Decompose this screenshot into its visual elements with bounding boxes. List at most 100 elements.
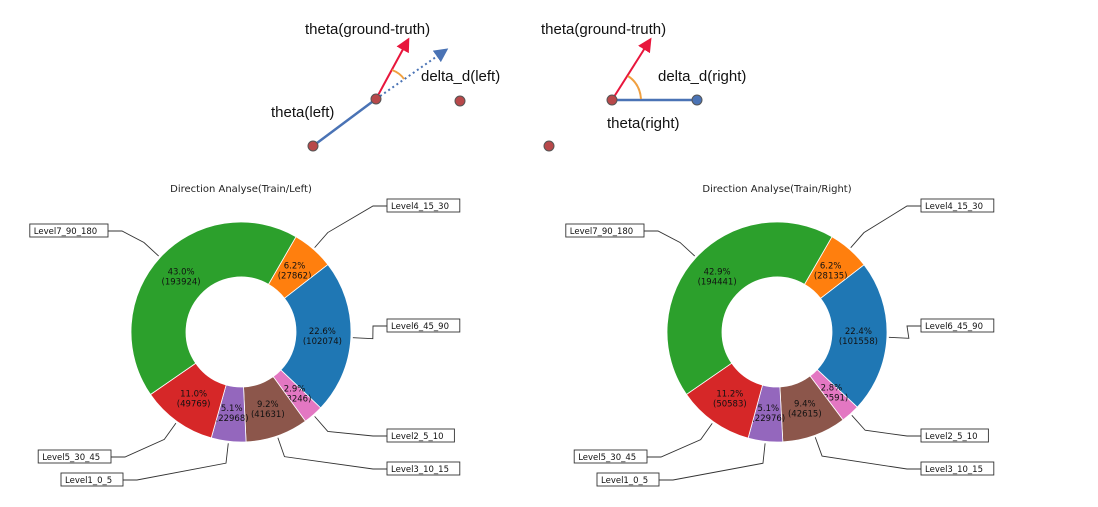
slice-pct-label: 42.9% bbox=[704, 268, 731, 278]
leader-line bbox=[888, 325, 921, 339]
slice-label-box bbox=[60, 472, 124, 487]
slice-pct-label: 5.1% bbox=[221, 404, 243, 414]
point-left-mid bbox=[370, 93, 382, 105]
slice-name-label: Level7_90_180 bbox=[570, 227, 633, 237]
slice-pct-label: 9.4% bbox=[794, 400, 816, 410]
slice-name-label: Level1_0_5 bbox=[65, 476, 112, 486]
leader-line bbox=[814, 437, 921, 470]
diagram-left: theta(ground-truth) delta_d(left) theta(… bbox=[271, 21, 500, 152]
slice-label-box bbox=[386, 428, 455, 443]
slice-count-label: (13246) bbox=[278, 394, 312, 404]
donut-charts: Direction Analyse(Train/Left)6.2%(27862)… bbox=[29, 184, 995, 487]
leader-line bbox=[314, 205, 387, 248]
donut-slice-Level6_45_90 bbox=[280, 264, 352, 409]
slice-count-label: (12591) bbox=[815, 394, 849, 404]
slice-label-box bbox=[920, 198, 995, 213]
slice-count-label: (49769) bbox=[177, 399, 211, 409]
slice-name-label: Level1_0_5 bbox=[601, 476, 648, 486]
slice-label-box bbox=[386, 318, 461, 333]
slice-count-label: (194441) bbox=[698, 278, 737, 288]
slice-pct-label: 6.2% bbox=[284, 262, 306, 272]
slice-name-label: Level6_45_90 bbox=[391, 322, 449, 332]
slice-count-label: (22976) bbox=[751, 414, 785, 424]
gt-left-arrow bbox=[375, 37, 410, 100]
leader-line bbox=[850, 205, 921, 249]
chart-title: Direction Analyse(Train/Left) bbox=[170, 184, 312, 195]
leader-line bbox=[314, 416, 387, 437]
slice-pct-label: 22.4% bbox=[845, 327, 872, 337]
slice-name-label: Level5_30_45 bbox=[578, 453, 636, 463]
point-right-extra bbox=[543, 140, 555, 152]
point-right-end bbox=[691, 94, 703, 106]
slice-name-label: Level3_10_15 bbox=[925, 465, 983, 475]
slice-count-label: (41631) bbox=[251, 410, 285, 420]
slice-count-label: (42615) bbox=[788, 410, 822, 420]
donut-slice-Level7_90_180 bbox=[130, 221, 297, 396]
slice-pct-label: 11.0% bbox=[180, 389, 207, 399]
leader-line bbox=[108, 230, 159, 257]
slice-label-box bbox=[565, 223, 645, 238]
theta-left-line bbox=[312, 97, 377, 148]
slice-count-label: (22968) bbox=[215, 414, 249, 424]
slice-label-box bbox=[386, 198, 461, 213]
gt-right-label: theta(ground-truth) bbox=[541, 21, 666, 38]
donut-chart-1: Direction Analyse(Train/Right) 6.2%(28135… bbox=[565, 184, 995, 487]
slice-label-box bbox=[920, 428, 989, 443]
slice-pct-label: 2.8% bbox=[821, 384, 843, 394]
slice-label-box bbox=[386, 461, 461, 476]
leader-line bbox=[111, 422, 177, 458]
angle-arc-right bbox=[627, 75, 642, 100]
leader-line bbox=[647, 423, 713, 458]
slice-name-label: Level7_90_180 bbox=[34, 227, 97, 237]
slice-name-label: Level6_45_90 bbox=[925, 322, 983, 332]
slice-label-box bbox=[596, 472, 660, 487]
slice-label-box bbox=[29, 223, 109, 238]
donut-slice-Level7_90_180 bbox=[666, 221, 833, 395]
leader-line bbox=[123, 443, 229, 481]
angle-arc-left bbox=[391, 69, 405, 80]
point-left-end bbox=[454, 95, 466, 107]
point-right-start bbox=[606, 94, 618, 106]
point-left-start bbox=[307, 140, 319, 152]
delta-left-dotted-arrow bbox=[375, 48, 449, 100]
slice-name-label: Level4_15_30 bbox=[925, 202, 983, 212]
leader-line bbox=[851, 415, 921, 437]
slice-pct-label: 6.2% bbox=[820, 262, 842, 272]
gt-left-label: theta(ground-truth) bbox=[305, 21, 430, 38]
slice-pct-label: 11.2% bbox=[716, 389, 743, 399]
diagram-right: theta(ground-truth) delta_d(right) theta… bbox=[541, 21, 746, 152]
slice-name-label: Level2_5_10 bbox=[925, 432, 978, 442]
slice-count-label: (27862) bbox=[278, 272, 312, 282]
slice-label-box bbox=[920, 318, 995, 333]
slice-count-label: (102074) bbox=[303, 337, 342, 347]
slice-label-box bbox=[920, 461, 995, 476]
slice-count-label: (101558) bbox=[839, 337, 878, 347]
delta-right-label: delta_d(right) bbox=[658, 68, 746, 85]
slice-name-label: Level3_10_15 bbox=[391, 465, 449, 475]
donut-slice-Level6_45_90 bbox=[816, 264, 888, 408]
leader-line bbox=[352, 325, 387, 340]
slice-pct-label: 2.9% bbox=[284, 384, 306, 394]
theta-right-label: theta(right) bbox=[607, 115, 680, 132]
chart-title: Direction Analyse(Train/Right) bbox=[702, 184, 851, 195]
donut-chart-0: Direction Analyse(Train/Left) 6.2%(27862)… bbox=[29, 184, 461, 487]
gt-right-arrow bbox=[611, 37, 652, 101]
slice-name-label: Level5_30_45 bbox=[42, 453, 100, 463]
delta-left-label: delta_d(left) bbox=[421, 68, 500, 85]
slice-pct-label: 22.6% bbox=[309, 327, 336, 337]
slice-label-box bbox=[573, 449, 648, 464]
theta-left-label: theta(left) bbox=[271, 104, 334, 121]
slice-count-label: (50583) bbox=[713, 399, 747, 409]
slice-pct-label: 43.0% bbox=[168, 268, 195, 278]
slice-count-label: (193924) bbox=[162, 278, 201, 288]
leader-line bbox=[644, 230, 696, 257]
leader-line bbox=[277, 437, 387, 470]
slice-name-label: Level2_5_10 bbox=[391, 432, 444, 442]
leader-line bbox=[659, 443, 766, 481]
slice-label-box bbox=[37, 449, 112, 464]
slice-pct-label: 9.2% bbox=[257, 400, 279, 410]
slice-name-label: Level4_15_30 bbox=[391, 202, 449, 212]
slice-count-label: (28135) bbox=[814, 272, 848, 282]
